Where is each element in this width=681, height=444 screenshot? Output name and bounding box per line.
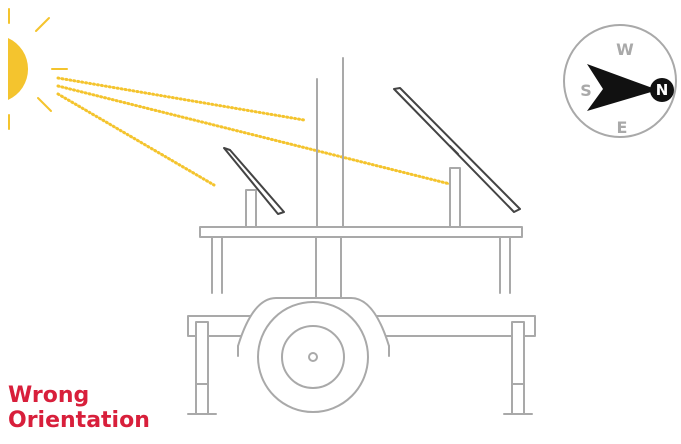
- mast: [316, 57, 344, 228]
- light-beams: [56, 76, 460, 188]
- right-panel-post: [449, 167, 461, 237]
- caption-line-orientation: Orientation: [8, 408, 150, 433]
- wheel: [257, 301, 369, 413]
- compass-label-west: W: [616, 40, 634, 59]
- sun-ray-upper: [35, 17, 50, 32]
- sun-disc: [8, 38, 29, 100]
- light-beam-lower: [56, 92, 216, 187]
- compass-label-south: S: [580, 81, 592, 100]
- sun-icon: [8, 8, 68, 130]
- compass-label-north: N: [656, 81, 669, 99]
- right-solar-panel: [393, 87, 521, 213]
- compass-icon: N W S E: [563, 24, 677, 138]
- compass-north-badge: [650, 78, 674, 102]
- orientation-caption: Wrong Orientation: [8, 383, 188, 433]
- compass-needle: [587, 64, 658, 111]
- compass-label-east: E: [617, 118, 628, 137]
- left-solar-panel: [223, 147, 285, 215]
- light-beam-upper: [56, 76, 306, 122]
- right-jack-stand: [503, 321, 533, 415]
- sun-ray-lower: [37, 97, 52, 112]
- sun-rays: [8, 8, 68, 130]
- light-beam-middle: [56, 84, 460, 188]
- solar-trailer: [187, 57, 536, 415]
- caption-line-wrong: Wrong: [8, 383, 90, 408]
- left-jack-stand: [187, 321, 217, 415]
